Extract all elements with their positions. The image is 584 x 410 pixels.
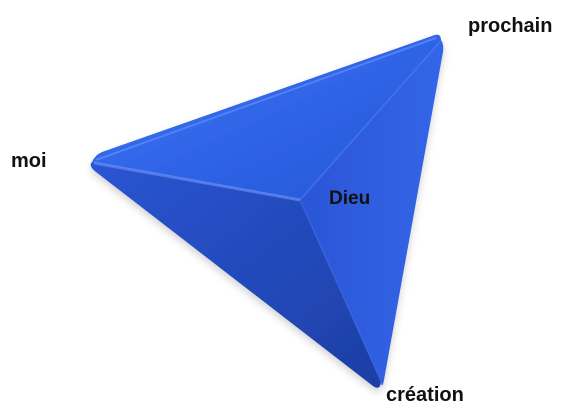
label-creation: création	[386, 385, 464, 405]
label-dieu: Dieu	[329, 189, 370, 208]
label-moi: moi	[11, 151, 47, 171]
label-prochain: prochain	[468, 16, 552, 36]
